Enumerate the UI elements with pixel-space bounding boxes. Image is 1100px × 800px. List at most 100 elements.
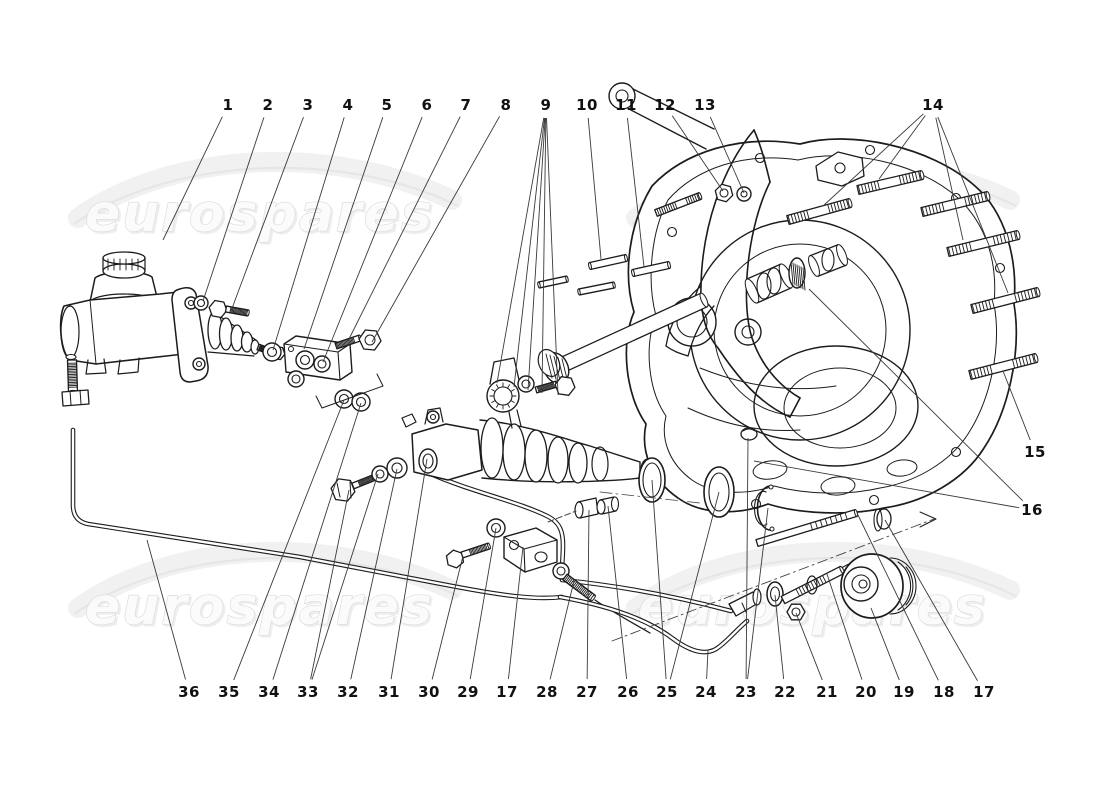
callout-33: 33 [297, 683, 319, 701]
callout-30: 30 [418, 683, 440, 701]
clutch-master-cylinder [59, 251, 286, 407]
callout-12: 12 [654, 96, 676, 114]
leader-line-1 [162, 116, 223, 241]
leader-line-6 [322, 116, 423, 363]
leader-line-7 [347, 116, 461, 342]
dowel-pins [537, 183, 752, 296]
callout-1: 1 [223, 96, 234, 114]
callout-15: 15 [1024, 443, 1046, 461]
swoosh-edge [73, 166, 459, 225]
callout-6: 6 [422, 96, 433, 114]
release-bearing-shaft [537, 244, 848, 385]
leader-line-21 [795, 612, 823, 681]
swoosh-shape [68, 151, 462, 228]
leader-line-9 [513, 117, 545, 388]
mounting-hardware [193, 295, 408, 502]
leader-line-19 [870, 607, 900, 681]
callout-36: 36 [178, 683, 200, 701]
leader-line-18 [856, 512, 939, 681]
callout-19: 19 [893, 683, 915, 701]
leader-line-2 [202, 117, 265, 302]
callout-29: 29 [457, 683, 479, 701]
callout-28: 28 [536, 683, 558, 701]
leader-line-25 [669, 491, 720, 680]
leader-line-24 [706, 649, 709, 680]
callout-20: 20 [855, 683, 877, 701]
swoosh-shape [626, 541, 1020, 618]
callout-13: 13 [694, 96, 716, 114]
leader-line-35 [233, 399, 345, 681]
leader-line-33 [310, 489, 350, 680]
callout-34: 34 [258, 683, 280, 701]
callout-31: 31 [378, 683, 400, 701]
callout-16: 16 [1021, 501, 1043, 519]
leader-line-30 [431, 555, 464, 680]
leader-line-9 [496, 117, 545, 384]
leader-line-8 [371, 116, 500, 343]
leader-line-32 [350, 468, 398, 680]
callout-32: 32 [337, 683, 359, 701]
callout-21: 21 [816, 683, 838, 701]
leader-line-20 [826, 573, 863, 680]
leader-line-22 [774, 594, 785, 680]
callout-17: 17 [496, 683, 518, 701]
callout-8: 8 [501, 96, 512, 114]
leader-line-10 [587, 117, 602, 260]
callout-7: 7 [461, 96, 472, 114]
watermark-text: eurospares [85, 577, 434, 637]
adjuster-pulley [611, 508, 937, 642]
callout-17: 17 [973, 683, 995, 701]
callout-2: 2 [263, 96, 274, 114]
callout-22: 22 [774, 683, 796, 701]
leader-line-4 [272, 117, 345, 351]
leader-line-14 [935, 117, 964, 241]
leader-line-16 [753, 460, 1020, 509]
callout-14: 14 [922, 96, 944, 114]
callout-5: 5 [382, 96, 393, 114]
clutch-cable-run [557, 554, 872, 655]
swoosh-edge [631, 556, 1017, 615]
cable-bracket-hardware [445, 496, 620, 573]
leader-line-11 [626, 117, 645, 268]
hydraulic-pipe [70, 427, 651, 634]
leader-line-9 [527, 117, 546, 391]
callout-27: 27 [576, 683, 598, 701]
leader-line-27 [586, 509, 590, 680]
leader-line-23 [745, 437, 749, 680]
leader-line-13 [709, 116, 745, 194]
leader-line-15 [1002, 370, 1031, 441]
leader-line-34 [272, 402, 362, 680]
callout-10: 10 [576, 96, 598, 114]
callout-26: 26 [617, 683, 639, 701]
housing-studs [654, 169, 1041, 381]
leader-line-17 [884, 519, 978, 681]
leader-line-33 [311, 473, 379, 680]
leader-line-3 [230, 117, 304, 312]
fork-pivot-hardware [486, 357, 576, 429]
callout-25: 25 [656, 683, 678, 701]
leader-line-23 [747, 507, 769, 680]
leader-line-26 [607, 505, 628, 680]
leader-lines [146, 113, 1031, 681]
callout-3: 3 [303, 96, 314, 114]
leader-line-36 [146, 539, 186, 680]
swoosh-shape [68, 541, 462, 618]
leader-line-25 [651, 479, 667, 680]
leader-line-14 [822, 113, 924, 207]
leader-line-28 [549, 580, 575, 680]
leader-line-31 [390, 458, 428, 680]
callout-11: 11 [615, 96, 637, 114]
callout-35: 35 [218, 683, 240, 701]
bell-housing [625, 138, 1018, 514]
leader-line-17 [507, 546, 524, 680]
callout-9: 9 [541, 96, 552, 114]
leader-line-12 [671, 115, 724, 192]
callout-18: 18 [933, 683, 955, 701]
leader-line-14 [878, 115, 926, 180]
leader-line-29 [469, 527, 497, 680]
callout-23: 23 [735, 683, 757, 701]
leader-line-9 [546, 117, 559, 396]
